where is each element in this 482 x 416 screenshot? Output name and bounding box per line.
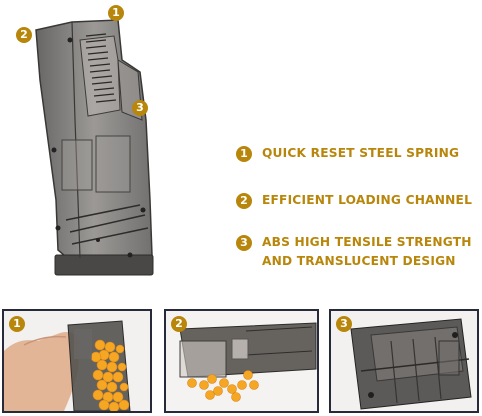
feature-item-loading-channel: 2 EFFICIENT LOADING CHANNEL (236, 191, 472, 210)
marker-2: 2 (16, 27, 32, 43)
thumbnail-hand-holding-magazine: 1 (2, 309, 152, 413)
hand-magazine-illustration (4, 311, 150, 411)
feature-text-abs-line1: ABS HIGH TENSILE STRENGTH (262, 235, 472, 249)
thumbnail-number-1: 1 (9, 316, 25, 332)
magazine-product-image: 1 2 3 (0, 0, 200, 285)
feature-number-2: 2 (236, 193, 252, 209)
feature-item-spring: 1 QUICK RESET STEEL SPRING (236, 144, 459, 163)
marker-1: 1 (108, 5, 124, 21)
feature-text-abs-design: ABS HIGH TENSILE STRENGTH AND TRANSLUCEN… (262, 233, 472, 271)
thumbnail-number-2: 2 (171, 316, 187, 332)
marker-3: 3 (132, 100, 148, 116)
feature-text-loading-channel: EFFICIENT LOADING CHANNEL (262, 193, 473, 207)
thumbnail-magazine-closeup: 3 (329, 309, 479, 413)
feature-number-1: 1 (236, 146, 252, 162)
thumbnail-loading-channel: 2 (164, 309, 319, 413)
feature-text-spring: QUICK RESET STEEL SPRING (262, 146, 460, 160)
feature-text-abs-line2: AND TRANSLUCENT DESIGN (262, 254, 456, 268)
feature-item-abs-design: 3 ABS HIGH TENSILE STRENGTH AND TRANSLUC… (236, 233, 472, 271)
thumbnail-number-3: 3 (336, 316, 352, 332)
loading-channel-illustration (166, 311, 317, 411)
magazine-closeup-illustration (331, 311, 477, 411)
magazine-illustration (35, 19, 154, 276)
feature-number-3: 3 (236, 235, 252, 251)
